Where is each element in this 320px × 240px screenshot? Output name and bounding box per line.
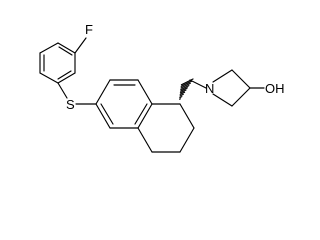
nitrogen-atom-label: N [205,81,214,96]
sulfur-atom-label: S [66,97,75,112]
hydroxyl-group-label: OH [265,81,285,96]
chemical-structure-diagram: F S N OH [39,22,285,153]
tetralin-saturated-ring [137,103,195,153]
hashed-wedge-bond [179,78,194,100]
fluorine-atom-label: F [85,22,93,37]
fluorophenyl-ring [39,42,76,84]
methylene-nitrogen-bond [189,79,207,89]
azetidine-ring [212,69,251,107]
phenyl-sulfur-bond [57,82,68,99]
tetralin-aromatic-ring [95,79,153,129]
carbon-fluorine-bond [74,37,87,54]
